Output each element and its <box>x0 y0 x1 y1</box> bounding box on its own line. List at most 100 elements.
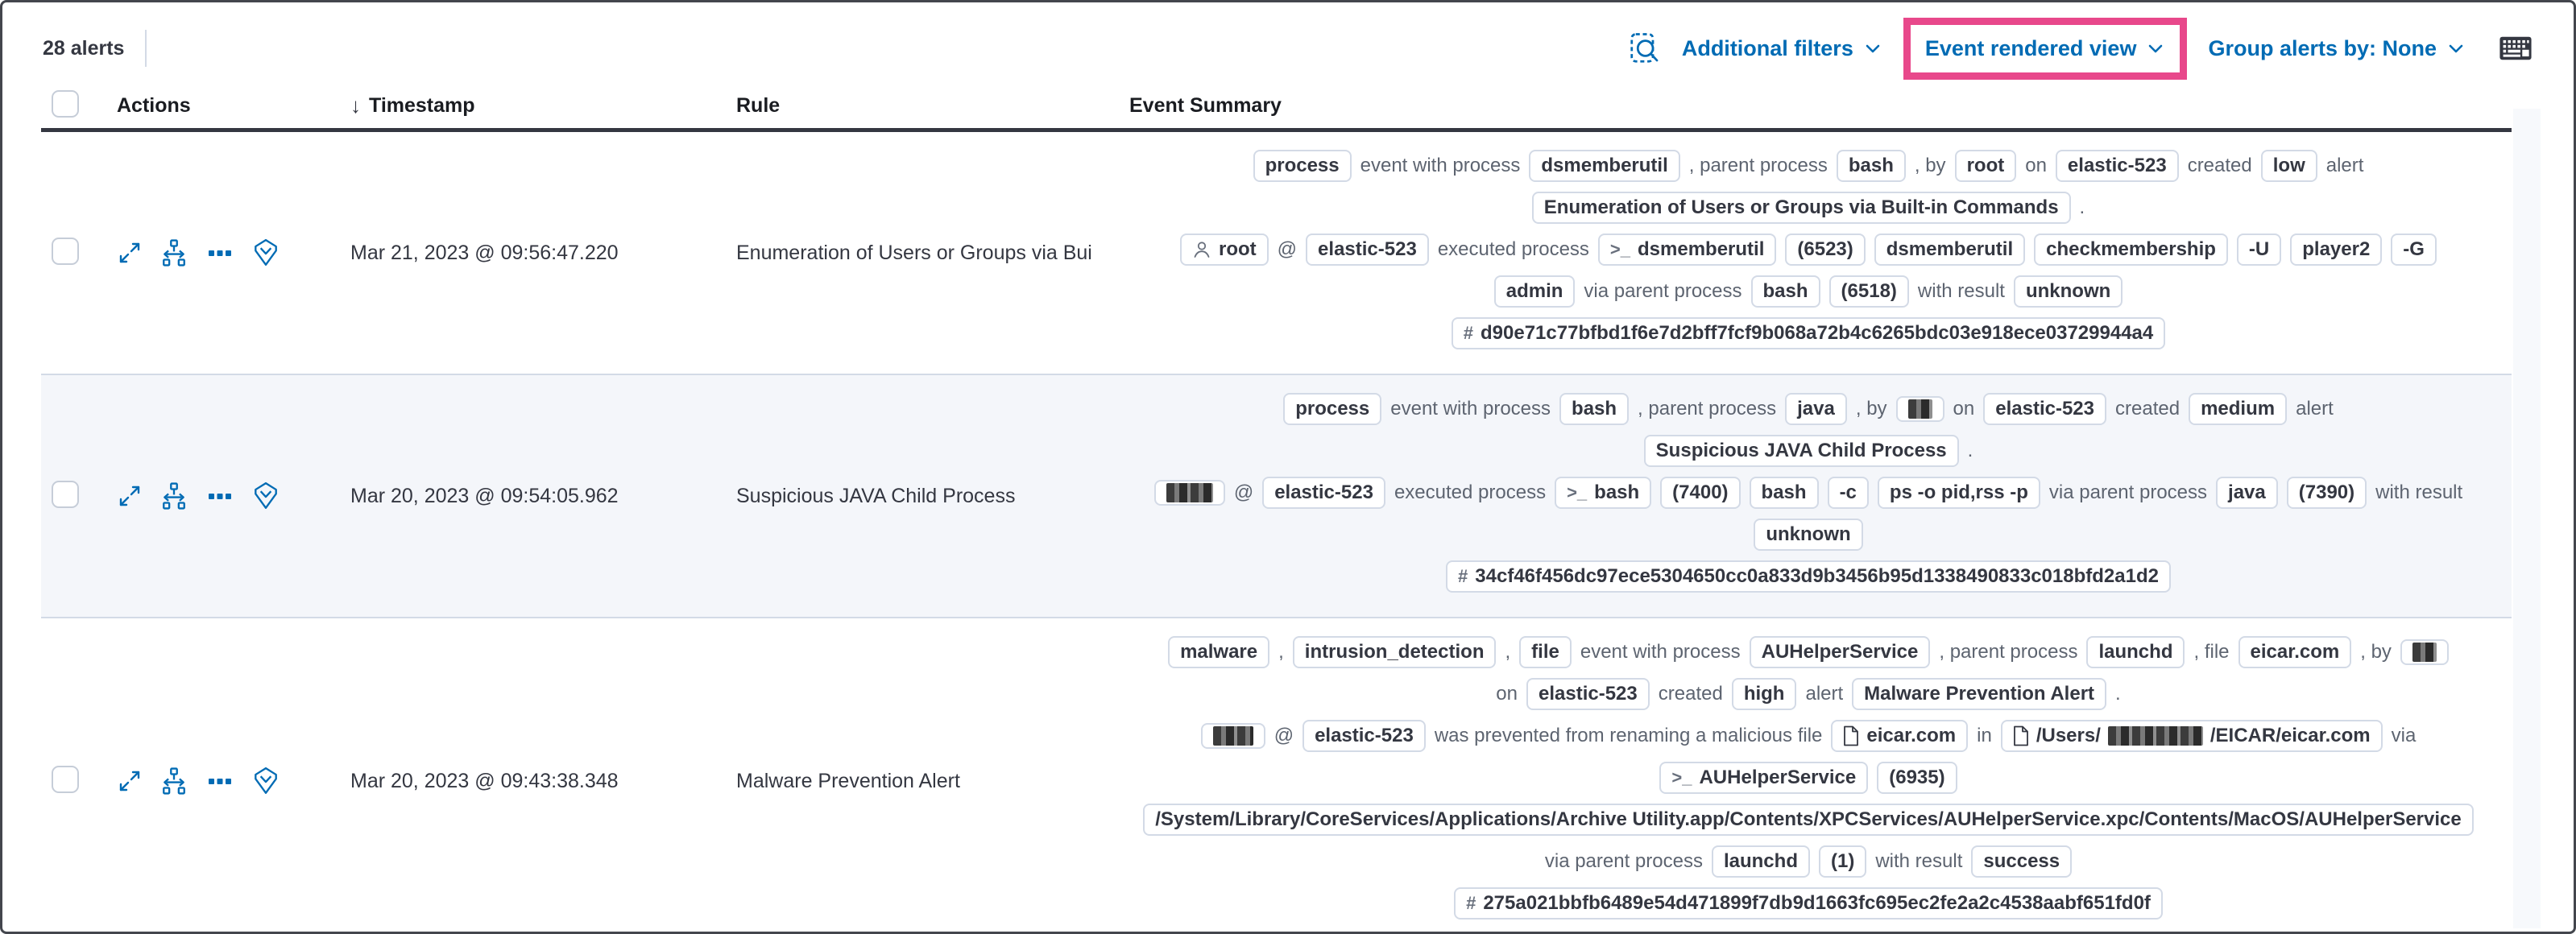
view-selector-button[interactable]: Event rendered view <box>1925 36 2166 61</box>
summary-badge[interactable]: (7390) <box>2286 477 2367 509</box>
select-alert-checkbox[interactable] <box>52 765 79 793</box>
summary-badge[interactable]: dsmemberutil <box>1529 150 1680 182</box>
column-header-timestamp[interactable]: ↓ Timestamp <box>350 93 736 118</box>
summary-badge[interactable]: java <box>2216 477 2278 509</box>
summary-badge[interactable]: checkmembership <box>2034 234 2228 266</box>
summary-badge[interactable]: medium <box>2189 393 2288 425</box>
summary-badge[interactable]: dsmemberutil <box>1874 234 2026 266</box>
summary-badge[interactable] <box>1895 396 1944 422</box>
analyze-event-icon[interactable] <box>160 767 188 795</box>
summary-badge[interactable]: process <box>1253 150 1352 182</box>
summary-badge[interactable] <box>1200 723 1265 749</box>
summary-badge[interactable]: bash <box>1559 393 1630 425</box>
summary-badge[interactable]: elastic-523 <box>1302 720 1426 752</box>
redacted-value <box>2107 726 2203 746</box>
summary-badge[interactable]: Enumeration of Users or Groups via Built… <box>1531 192 2071 224</box>
summary-badge[interactable]: elastic-523 <box>1306 234 1429 266</box>
summary-badge[interactable]: ps -o pid,rss -p <box>1877 477 2040 509</box>
summary-text: , by <box>1855 398 1887 419</box>
select-alert-checkbox[interactable] <box>52 237 79 265</box>
summary-badge[interactable]: process <box>1283 393 1382 425</box>
summary-badge[interactable]: eicar.com <box>1831 720 1969 752</box>
more-actions-icon[interactable] <box>205 483 234 509</box>
summary-badge[interactable]: eicar.com <box>2238 636 2352 668</box>
investigate-in-timeline-icon[interactable] <box>252 238 280 267</box>
select-alert-checkbox[interactable] <box>52 480 79 508</box>
group-alerts-label: Group alerts by: None <box>2208 35 2437 60</box>
summary-badge[interactable]: bash <box>1836 150 1906 182</box>
investigate-in-timeline-icon[interactable] <box>252 767 280 796</box>
summary-badge[interactable]: #275a021bbfb6489e54d471899f7db9d1663fc69… <box>1454 887 2163 920</box>
summary-line: /System/Library/CoreServices/Application… <box>1143 804 2474 836</box>
summary-badge[interactable] <box>2400 639 2449 665</box>
summary-badge[interactable]: >_AUHelperService <box>1659 762 1869 794</box>
summary-badge[interactable]: unknown <box>1754 519 1863 551</box>
summary-badge[interactable]: #34cf46f456dc97ece5304650cc0a833d9b3456b… <box>1446 560 2171 593</box>
summary-badge[interactable]: high <box>1731 678 1797 710</box>
more-actions-icon[interactable] <box>205 240 234 266</box>
summary-badge[interactable]: launchd <box>1711 845 1810 878</box>
user-icon <box>1194 242 1210 258</box>
summary-badge[interactable]: (6935) <box>1877 762 1957 794</box>
summary-text: event with process <box>1360 155 1521 176</box>
analyze-event-icon[interactable] <box>160 239 188 267</box>
summary-badge[interactable]: success <box>1971 845 2073 878</box>
summary-badge[interactable]: (7400) <box>1660 477 1741 509</box>
summary-badge[interactable]: AUHelperService <box>1749 636 1931 668</box>
alert-rule: Malware Prevention Alert <box>736 769 960 792</box>
summary-badge[interactable]: unknown <box>2013 275 2123 308</box>
summary-badge[interactable]: #d90e71c77bfbd1f6e7d2bff7fcf9b068a72b4c6… <box>1451 317 2166 349</box>
summary-badge[interactable]: >_dsmemberutil <box>1597 234 1777 266</box>
more-actions-icon[interactable] <box>205 768 234 794</box>
expand-alert-icon[interactable] <box>117 483 143 509</box>
summary-badge[interactable]: root <box>1954 150 2017 182</box>
summary-badge[interactable]: elastic-523 <box>2055 150 2179 182</box>
analyze-event-icon[interactable] <box>160 482 188 510</box>
summary-badge[interactable]: bash <box>1750 275 1820 308</box>
summary-badge[interactable]: admin <box>1493 275 1576 308</box>
summary-text: in <box>1977 725 1992 746</box>
investigate-in-timeline-icon[interactable] <box>252 481 280 510</box>
summary-badge[interactable]: (1) <box>1818 845 1867 878</box>
redacted-value <box>1907 399 1932 419</box>
summary-badge[interactable]: -G <box>2391 234 2437 266</box>
summary-badge[interactable]: >_bash <box>1555 477 1652 509</box>
hash-icon: # <box>1466 893 1476 913</box>
summary-badge[interactable]: (6518) <box>1828 275 1909 308</box>
summary-badge[interactable]: /Users//EICAR/eicar.com <box>2000 720 2383 752</box>
expand-alert-icon[interactable] <box>117 768 143 794</box>
select-all-checkbox[interactable] <box>52 89 79 118</box>
chevron-down-icon <box>2149 44 2163 53</box>
summary-badge[interactable]: -c <box>1827 477 1869 509</box>
summary-badge[interactable]: -U <box>2236 234 2282 266</box>
summary-badge[interactable]: java <box>1785 393 1847 425</box>
summary-badge[interactable]: elastic-523 <box>1526 678 1650 710</box>
keyboard-shortcuts-icon[interactable] <box>2498 35 2533 61</box>
summary-badge[interactable]: /System/Library/CoreServices/Application… <box>1143 804 2474 836</box>
additional-filters-button[interactable]: Additional filters <box>1682 36 1882 61</box>
summary-badge[interactable]: (6523) <box>1785 234 1866 266</box>
inspect-icon[interactable] <box>1629 31 1661 66</box>
group-alerts-button[interactable]: Group alerts by: None <box>2208 36 2466 61</box>
expand-alert-icon[interactable] <box>117 240 143 266</box>
summary-badge[interactable]: player2 <box>2290 234 2383 266</box>
summary-badge[interactable]: elastic-523 <box>1262 477 1385 509</box>
summary-badge[interactable]: launchd <box>2086 636 2185 668</box>
summary-badge[interactable] <box>1153 480 1225 506</box>
chevron-down-icon <box>2449 44 2463 53</box>
summary-badge[interactable]: elastic-523 <box>1983 393 2107 425</box>
summary-text: @ <box>1277 238 1298 260</box>
summary-badge[interactable]: file <box>1519 636 1572 668</box>
summary-badge[interactable]: root <box>1180 234 1269 266</box>
summary-badge[interactable]: low <box>2260 150 2317 182</box>
summary-badge[interactable]: intrusion_detection <box>1292 636 1497 668</box>
summary-badge[interactable]: Suspicious JAVA Child Process <box>1643 435 1959 467</box>
summary-badge[interactable]: malware <box>1168 636 1270 668</box>
summary-badge[interactable]: Malware Prevention Alert <box>1852 678 2107 710</box>
scrollbar-gutter <box>2513 109 2541 928</box>
summary-badge[interactable]: bash <box>1749 477 1819 509</box>
